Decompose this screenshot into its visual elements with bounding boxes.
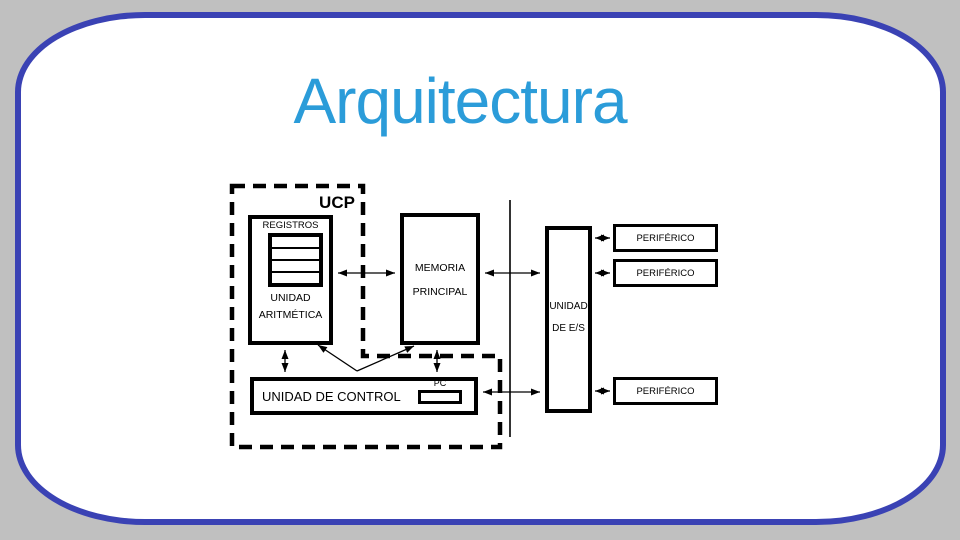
arithmetic-unit-label-line2: ARITMÉTICA xyxy=(258,309,323,321)
pc-register-label: PC xyxy=(433,378,447,388)
io-unit-label-line1: UNIDAD xyxy=(549,301,588,312)
io-unit-label-line2: DE E/S xyxy=(552,323,585,334)
register-slot xyxy=(272,247,319,259)
register-stack xyxy=(268,233,323,287)
main-memory-label-line2: PRINCIPAL xyxy=(412,286,468,298)
register-slot xyxy=(272,271,319,283)
pc-register-box xyxy=(418,390,462,404)
register-slot xyxy=(272,237,319,247)
io-unit-label: UNIDAD DE E/S xyxy=(545,296,592,340)
main-memory-label: MEMORIA PRINCIPAL xyxy=(400,256,480,304)
control-unit-label: UNIDAD DE CONTROL xyxy=(262,389,401,404)
peripheral-box-1: PERIFÉRICO xyxy=(613,224,718,252)
io-unit-box xyxy=(545,226,592,413)
main-memory-label-line1: MEMORIA xyxy=(414,262,466,274)
ucp-label: UCP xyxy=(319,193,355,212)
slide-title: Arquitectura xyxy=(293,65,627,137)
peripheral-box-2: PERIFÉRICO xyxy=(613,259,718,287)
registers-label: REGISTROS xyxy=(262,220,319,231)
peripheral-box-3: PERIFÉRICO xyxy=(613,377,718,405)
arithmetic-unit-label-line1: UNIDAD xyxy=(270,292,311,304)
main-memory-box xyxy=(400,213,480,345)
register-slot xyxy=(272,259,319,271)
arithmetic-unit-label: UNIDAD ARITMÉTICA xyxy=(248,290,333,324)
